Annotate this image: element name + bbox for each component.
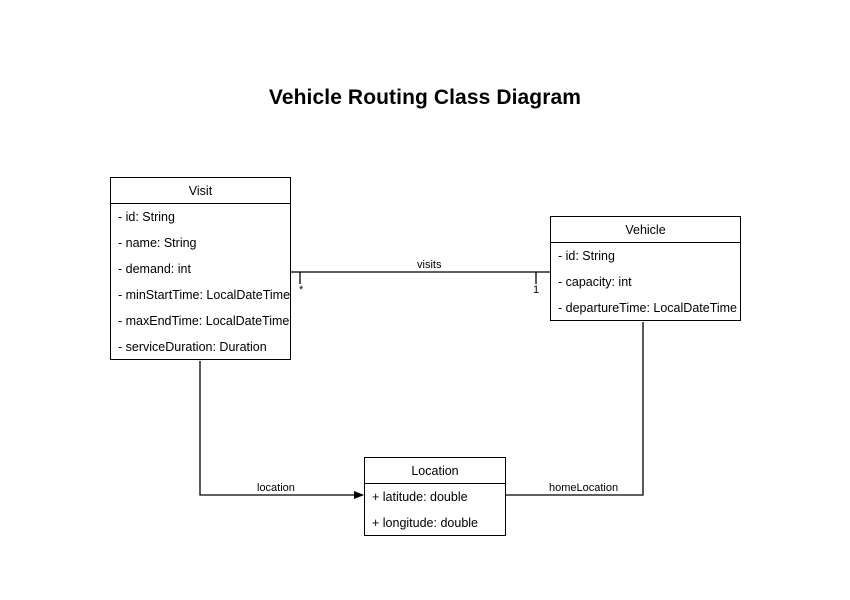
uml-class-name-visit: Visit <box>111 178 290 204</box>
uml-attribute: - id: String <box>118 210 175 224</box>
edge-label-location: location <box>254 482 298 494</box>
edge-location <box>199 361 364 499</box>
uml-attribute: + latitude: double <box>372 490 468 504</box>
uml-class-visit[interactable]: Visit - id: String - name: String - dema… <box>110 177 291 360</box>
uml-attributes-vehicle: - id: String - capacity: int - departure… <box>551 243 740 321</box>
uml-attributes-visit: - id: String - name: String - demand: in… <box>111 204 290 360</box>
multiplicity-vehicle-side: 1 <box>533 284 540 296</box>
uml-attribute: - serviceDuration: Duration <box>118 340 267 354</box>
edge-label-homelocation: homeLocation <box>546 482 622 494</box>
multiplicity-visit-side: * <box>299 284 304 296</box>
uml-attribute: - capacity: int <box>558 275 632 289</box>
uml-attributes-location: + latitude: double + longitude: double <box>365 484 505 536</box>
uml-attribute: - minStartTime: LocalDateTime <box>118 288 291 302</box>
uml-attribute: - departureTime: LocalDateTime <box>558 301 738 315</box>
uml-class-vehicle[interactable]: Vehicle - id: String - capacity: int - d… <box>550 216 741 321</box>
edge-label-visits: visits <box>414 259 445 271</box>
edge-visits <box>283 268 550 296</box>
page-title: Vehicle Routing Class Diagram <box>268 86 582 109</box>
uml-attribute: - name: String <box>118 236 197 250</box>
uml-class-name-location: Location <box>365 458 505 484</box>
uml-attribute: - maxEndTime: LocalDateTime <box>118 314 290 328</box>
uml-attribute: + longitude: double <box>372 516 478 530</box>
uml-class-name-vehicle: Vehicle <box>551 217 740 243</box>
uml-attribute: - id: String <box>558 249 615 263</box>
uml-class-location[interactable]: Location + latitude: double + longitude:… <box>364 457 506 536</box>
edge-homelocation <box>498 322 644 499</box>
uml-attribute: - demand: int <box>118 262 191 276</box>
